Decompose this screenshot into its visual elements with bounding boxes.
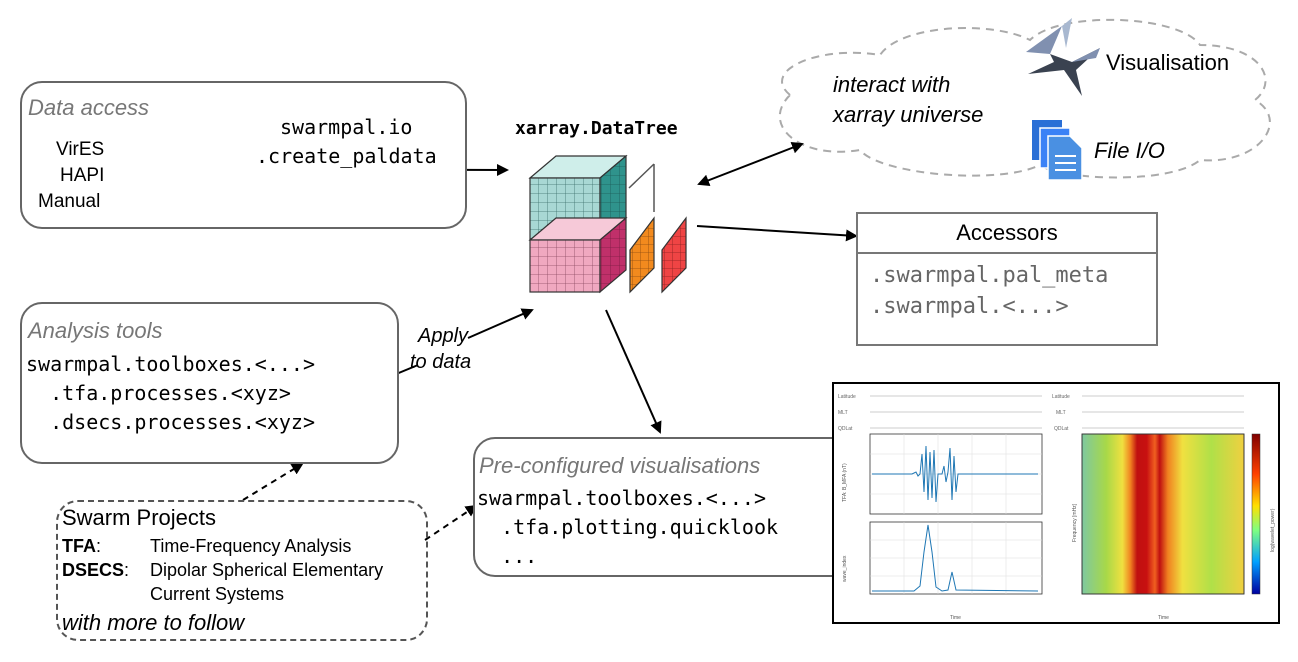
accessor-item: .swarmpal.pal_meta	[870, 263, 1109, 288]
swarm-projects-title: Swarm Projects	[62, 505, 217, 530]
project-item-tfa: TFA:	[62, 536, 101, 557]
file-io-icon	[1032, 120, 1083, 181]
arrow-projects-to-vis	[424, 504, 478, 541]
accessor-item: .swarmpal.<...>	[870, 294, 1069, 319]
project-desc: Time-Frequency Analysis	[150, 536, 352, 556]
apply-label-line2: to data	[410, 351, 472, 373]
svg-text:QDLat: QDLat	[1054, 426, 1069, 432]
vis-line: .tfa.plotting.quicklook	[477, 515, 779, 539]
io-module-label: swarmpal.io	[280, 115, 413, 139]
project-sep: :	[96, 536, 102, 556]
source-vires: VirES	[56, 139, 105, 160]
project-abbr: DSECS	[62, 560, 125, 580]
apply-label-line1: Apply	[418, 325, 469, 347]
analysis-tools-title: Analysis tools	[28, 318, 163, 343]
svg-text:Time: Time	[1158, 615, 1169, 621]
project-sep: :	[124, 560, 130, 580]
svg-text:log(wavelet_power): log(wavelet_power)	[1270, 508, 1276, 552]
svg-text:wave_index: wave_index	[842, 555, 848, 582]
arrow-to-visualisations	[605, 309, 662, 434]
vis-line: swarmpal.toolboxes.<...>	[477, 486, 766, 510]
svg-text:Latitude: Latitude	[1052, 394, 1070, 400]
source-manual: Manual	[38, 191, 101, 212]
visualisation-icon	[1026, 18, 1100, 96]
svg-text:Frequency [mHz]: Frequency [mHz]	[1072, 503, 1078, 542]
project-item-dsecs: DSECS:	[62, 560, 129, 581]
project-desc: Dipolar Spherical Elementary	[150, 560, 384, 580]
arrow-to-accessors	[696, 225, 858, 242]
datatree-label: xarray.DataTree	[515, 118, 678, 139]
vis-line: ...	[477, 544, 538, 568]
accessors-title: Accessors	[858, 214, 1156, 254]
swarm-projects-box: Swarm Projects TFA: Time-Frequency Analy…	[56, 500, 428, 641]
arrow-apply-to-data	[467, 308, 534, 339]
visualisations-title: Pre-configured visualisations	[479, 453, 761, 478]
arrow-universe	[697, 142, 804, 186]
svg-text:MLT: MLT	[838, 410, 848, 416]
accessors-box: Accessors .swarmpal.pal_meta .swarmpal.<…	[856, 212, 1158, 346]
analysis-tools-box: Analysis tools swarmpal.toolboxes.<...> …	[20, 302, 399, 464]
svg-text:Time: Time	[950, 615, 961, 621]
universe-line2: xarray universe	[833, 102, 984, 127]
arrow-projects-to-tools	[242, 462, 304, 501]
projects-footer: with more to follow	[62, 610, 245, 635]
data-access-title: Data access	[28, 95, 150, 120]
svg-text:QDLat: QDLat	[838, 426, 853, 432]
analysis-line: .dsecs.processes.<xyz>	[26, 410, 315, 434]
project-desc-continued: Current Systems	[150, 584, 285, 604]
universe-cloud	[778, 18, 1271, 179]
fileio-label: File I/O	[1094, 138, 1165, 163]
source-hapi: HAPI	[60, 165, 105, 186]
svg-text:MLT: MLT	[1056, 410, 1066, 416]
datatree-icon	[528, 154, 687, 294]
visualisations-box: Pre-configured visualisations swarmpal.t…	[473, 437, 873, 577]
svg-text:TFA: B_MFA (nT): TFA: B_MFA (nT)	[842, 463, 848, 502]
project-abbr: TFA	[62, 536, 96, 556]
svg-text:Latitude: Latitude	[838, 394, 856, 400]
visualisation-label: Visualisation	[1106, 50, 1230, 75]
universe-line1: interact with	[833, 72, 951, 97]
data-access-box: Data access VirES HAPI Manual swarmpal.i…	[20, 81, 467, 229]
analysis-line: swarmpal.toolboxes.<...>	[26, 352, 315, 376]
analysis-line: .tfa.processes.<xyz>	[26, 381, 291, 405]
create-paldata-label: .create_paldata	[256, 144, 437, 168]
